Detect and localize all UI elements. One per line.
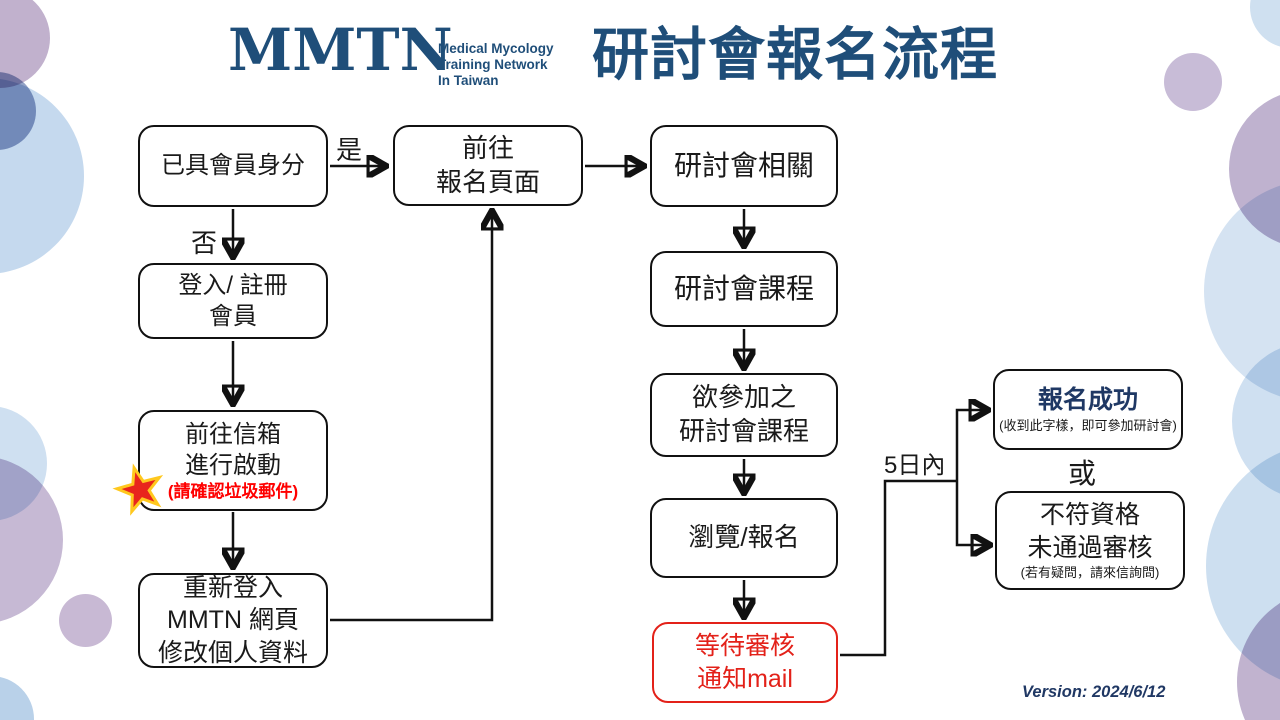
- edge-junction-rejected: [955, 481, 988, 545]
- logo-subtitle-line: Medical Mycology: [438, 41, 554, 56]
- label-within-5-days: 5日內: [884, 452, 946, 479]
- node-text: 瀏覽/報名: [688, 522, 800, 553]
- node-text: 重新登入: [182, 573, 283, 602]
- label-or: 或: [1068, 458, 1097, 489]
- node-text: 前往信箱: [185, 420, 281, 448]
- node-text: 等待審核: [694, 632, 795, 660]
- node-text: 報名頁面: [435, 166, 540, 197]
- decor-circle: [1164, 53, 1222, 111]
- node-relogin-edit-profile: 重新登入 MMTN 網頁 修改個人資料: [138, 573, 328, 668]
- edge-relogin-return-goto: [330, 213, 492, 622]
- logo-subtitle-line: Training Network: [438, 57, 548, 73]
- mmtn-logo-subtitle: Medical Mycology Training Network In Tai…: [438, 41, 554, 90]
- node-activate-mailbox: 前往信箱 進行啟動 (請確認垃圾郵件): [138, 410, 328, 511]
- node-note: (若有疑問，請來信詢問): [1020, 565, 1160, 581]
- spam-warning-text: (請確認垃圾郵件): [167, 482, 299, 502]
- node-text: 報名成功: [1037, 386, 1138, 415]
- mmtn-logo: MMTN: [228, 16, 453, 84]
- node-text: MMTN 網頁: [167, 606, 299, 635]
- node-text: 通知mail: [697, 664, 793, 693]
- edge-wait-junction: [840, 479, 957, 657]
- node-text: 會員: [209, 303, 257, 330]
- label-yes: 是: [336, 135, 363, 165]
- node-text: 欲參加之: [691, 382, 796, 413]
- node-text: 進行啟動: [185, 451, 281, 479]
- node-desired-course: 欲參加之 研討會課程: [650, 373, 838, 457]
- node-text: 登入/ 註冊: [178, 271, 288, 299]
- node-login-register: 登入/ 註冊 會員: [138, 263, 328, 339]
- node-note: (收到此字樣，即可參加研討會): [999, 417, 1177, 433]
- node-text: 修改個人資料: [157, 638, 308, 667]
- node-already-member: 已具會員身分: [138, 125, 328, 207]
- node-seminar-course: 研討會課程: [650, 251, 838, 327]
- node-text: 研討會課程: [673, 272, 814, 304]
- node-browse-register: 瀏覽/報名: [650, 498, 838, 578]
- logo-subtitle-line: In Taiwan: [438, 73, 499, 89]
- node-text: 已具會員身分: [161, 152, 305, 180]
- node-text: 前往: [461, 132, 514, 163]
- decor-circle: [59, 594, 112, 647]
- star-icon: [112, 463, 164, 516]
- version-text: Version: 2024/6/12: [1022, 683, 1166, 701]
- node-text: 未通過審核: [1027, 533, 1153, 562]
- node-not-qualified: 不符資格 未通過審核 (若有疑問，請來信詢問): [995, 491, 1185, 590]
- node-goto-registration-page: 前往 報名頁面: [393, 125, 583, 206]
- node-text: 研討會相關: [673, 149, 814, 181]
- label-no: 否: [191, 228, 218, 258]
- node-seminar-related: 研討會相關: [650, 125, 838, 207]
- node-registration-success: 報名成功 (收到此字樣，即可參加研討會): [993, 369, 1183, 450]
- edge-junction-success: [955, 410, 986, 481]
- node-wait-review-mail: 等待審核 通知mail: [652, 622, 838, 703]
- node-text: 不符資格: [1039, 501, 1140, 530]
- node-text: 研討會課程: [678, 416, 809, 446]
- page-title: 研討會報名流程: [592, 23, 998, 87]
